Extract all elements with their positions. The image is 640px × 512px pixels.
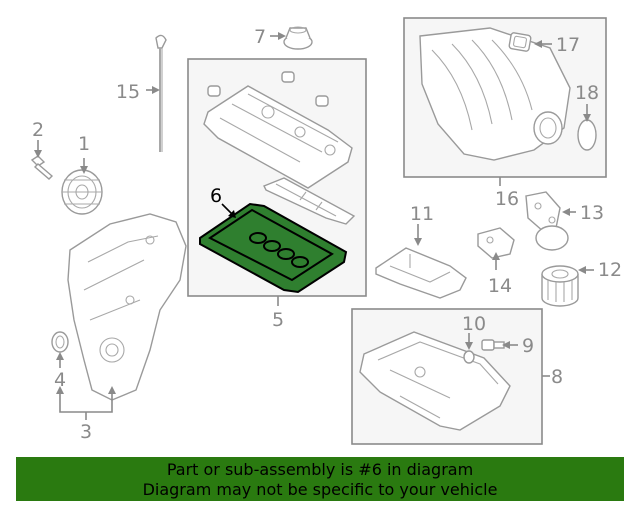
callout-15: 15 xyxy=(116,81,140,103)
leader-lines xyxy=(34,32,594,420)
callout-18: 18 xyxy=(575,82,599,104)
valve-cover xyxy=(203,71,353,189)
bolt xyxy=(30,155,54,180)
oil-filter xyxy=(541,265,579,307)
sensor-bracket xyxy=(477,227,515,259)
banner-line-2: Diagram may not be specific to your vehi… xyxy=(142,480,498,499)
callout-6: 6 xyxy=(210,185,222,207)
callout-17: 17 xyxy=(556,34,580,56)
info-banner: Part or sub-assembly is #6 in diagram Di… xyxy=(16,457,624,501)
washer xyxy=(463,350,475,364)
callout-5: 5 xyxy=(272,309,284,331)
valve-cover-gasket xyxy=(199,202,348,294)
callout-4: 4 xyxy=(54,369,66,391)
parts-diagram: 1 2 3 4 5 6 7 8 9 10 11 12 13 14 15 16 1… xyxy=(30,17,622,445)
oil-filter-housing xyxy=(525,191,569,251)
timing-cover xyxy=(67,213,187,401)
callout-7: 7 xyxy=(254,26,266,48)
oil-filler-cap xyxy=(283,26,313,50)
callout-10: 10 xyxy=(462,313,486,335)
drain-plug xyxy=(481,339,505,351)
bracket xyxy=(375,247,467,299)
callout-9: 9 xyxy=(522,335,534,357)
callout-1: 1 xyxy=(78,133,90,155)
baffle-plate xyxy=(263,177,356,225)
callout-14: 14 xyxy=(488,275,512,297)
crankshaft-seal xyxy=(51,331,69,353)
banner-line-1: Part or sub-assembly is #6 in diagram xyxy=(166,460,474,479)
callout-16: 16 xyxy=(495,188,519,210)
crankshaft-pulley xyxy=(61,169,103,215)
dipstick xyxy=(155,34,167,152)
callout-8: 8 xyxy=(551,366,563,388)
callout-12: 12 xyxy=(598,259,622,281)
throttle-body-gasket xyxy=(508,32,532,52)
callout-11: 11 xyxy=(410,203,434,225)
callout-13: 13 xyxy=(580,202,604,224)
callout-3: 3 xyxy=(80,421,92,443)
o-ring xyxy=(577,119,597,151)
callout-2: 2 xyxy=(32,119,44,141)
